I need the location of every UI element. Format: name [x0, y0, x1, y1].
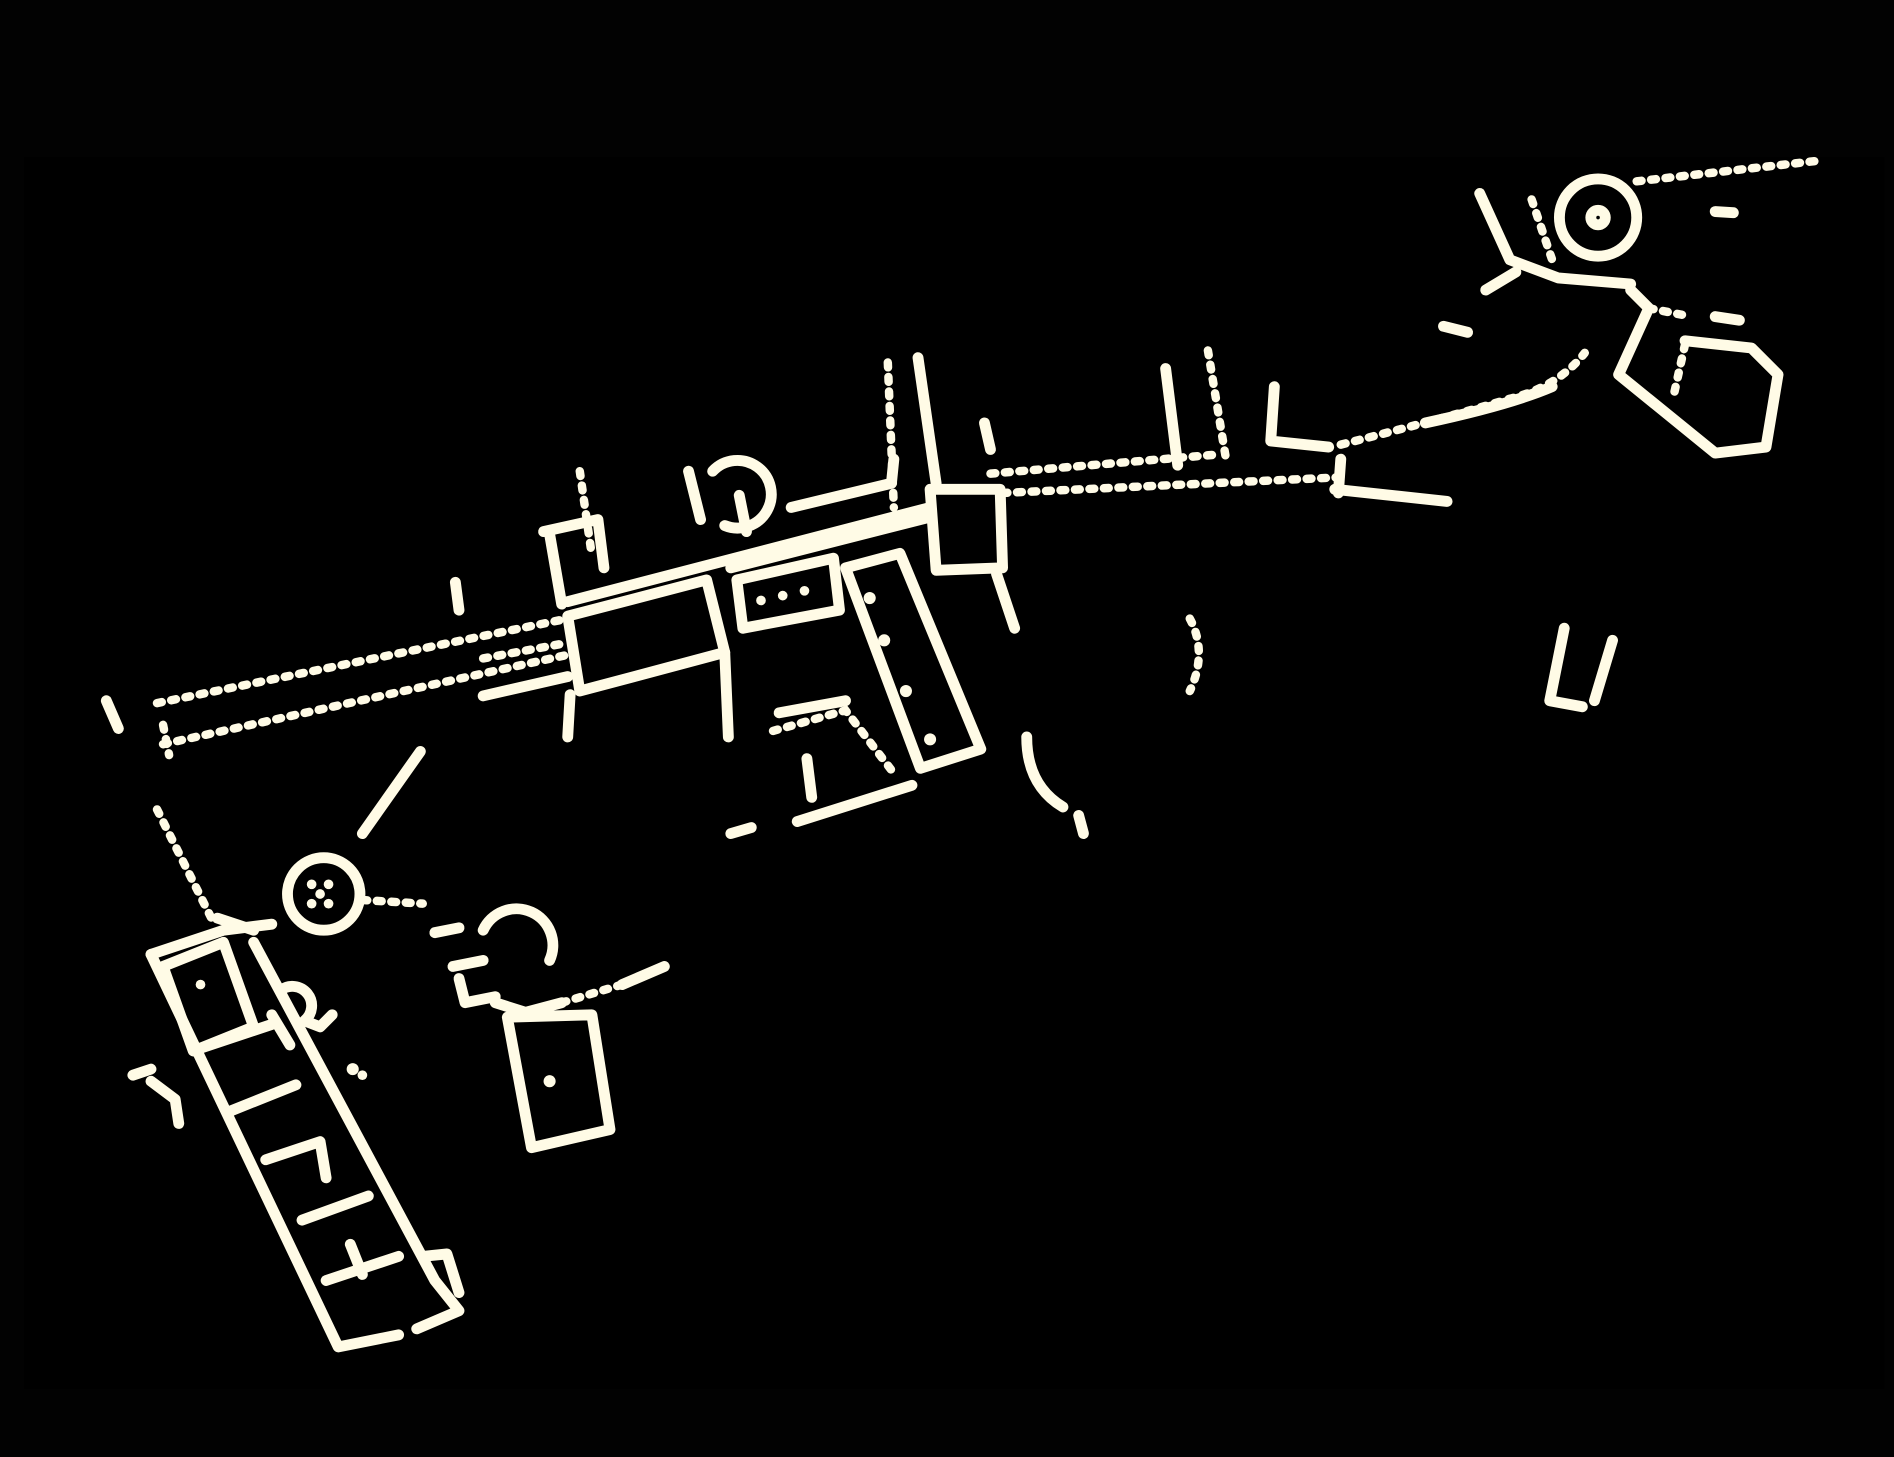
round-building: [1553, 173, 1643, 262]
rounded-building: [1613, 284, 1784, 459]
central-buildings: [562, 483, 1203, 840]
colonnade-building: [840, 547, 987, 774]
south-building: [429, 903, 670, 1154]
main-road: [100, 348, 1590, 760]
round-room: [477, 903, 559, 966]
slide-frame: [24, 157, 1885, 1390]
northeast-complex: [1438, 156, 1823, 713]
north-walls: [449, 346, 1335, 616]
square-building: [924, 483, 1008, 576]
round-courtyard: [282, 852, 366, 936]
southwest-complex: [127, 746, 465, 1353]
